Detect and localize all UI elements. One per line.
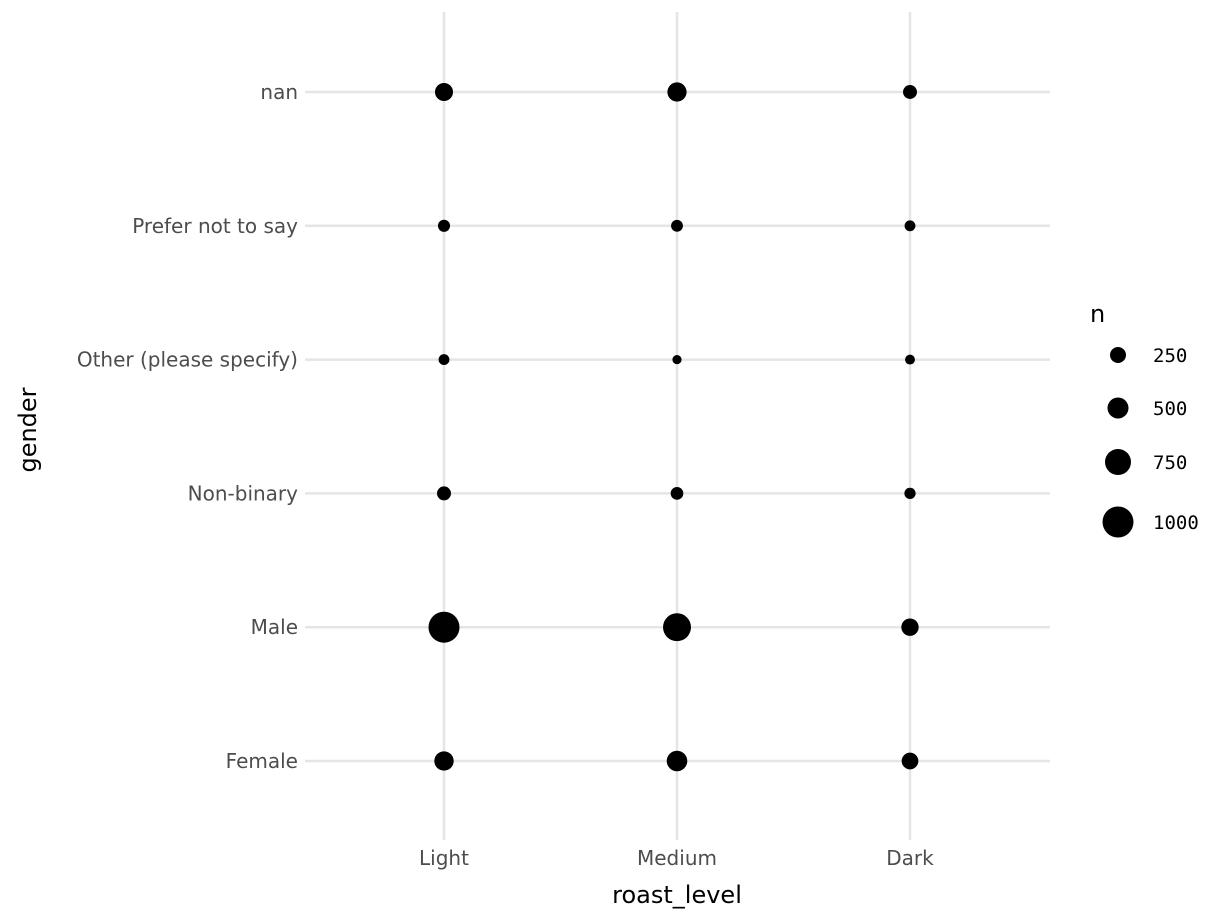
y-tick-label: Other (please specify) xyxy=(77,348,298,372)
legend-key xyxy=(1105,449,1131,475)
data-point xyxy=(670,487,684,500)
y-tick-label: Prefer not to say xyxy=(132,214,298,238)
data-point xyxy=(672,355,682,365)
data-point xyxy=(904,487,916,500)
size-legend: n 250 500 750 1000 xyxy=(1090,300,1199,538)
points xyxy=(428,82,919,772)
x-tick-label: Dark xyxy=(886,846,934,870)
y-tick-label: nan xyxy=(260,80,298,104)
x-tick-label: Light xyxy=(419,846,469,870)
grid-lines xyxy=(305,12,1050,840)
data-point xyxy=(434,82,454,102)
data-point xyxy=(434,751,454,771)
legend-key xyxy=(1102,506,1134,538)
data-point xyxy=(901,618,919,636)
legend-key xyxy=(1110,347,1126,363)
data-point xyxy=(905,354,915,365)
y-tick-label: Male xyxy=(251,615,298,639)
data-point xyxy=(671,219,683,232)
data-point xyxy=(663,613,691,642)
legend-title: n xyxy=(1090,300,1105,328)
legend-label: 500 xyxy=(1153,398,1187,420)
data-point xyxy=(666,750,688,772)
data-point xyxy=(903,85,917,99)
data-point xyxy=(904,220,916,232)
data-point xyxy=(901,752,919,770)
data-point xyxy=(667,82,687,102)
legend-label: 750 xyxy=(1153,452,1187,474)
data-point xyxy=(438,354,450,366)
legend-key xyxy=(1107,397,1129,419)
data-point xyxy=(437,486,451,501)
y-tick-label: Female xyxy=(226,749,298,773)
tick-labels: Light Medium Dark Female Male Non-binary Other… xyxy=(77,80,934,870)
x-tick-label: Medium xyxy=(637,846,717,870)
y-tick-label: Non-binary xyxy=(188,481,298,505)
x-axis-title: roast_level xyxy=(612,881,742,909)
legend-label: 250 xyxy=(1153,345,1187,367)
legend-label: 1000 xyxy=(1153,512,1199,534)
y-axis-title: gender xyxy=(14,387,42,472)
data-point xyxy=(428,611,460,643)
data-point xyxy=(437,219,451,232)
